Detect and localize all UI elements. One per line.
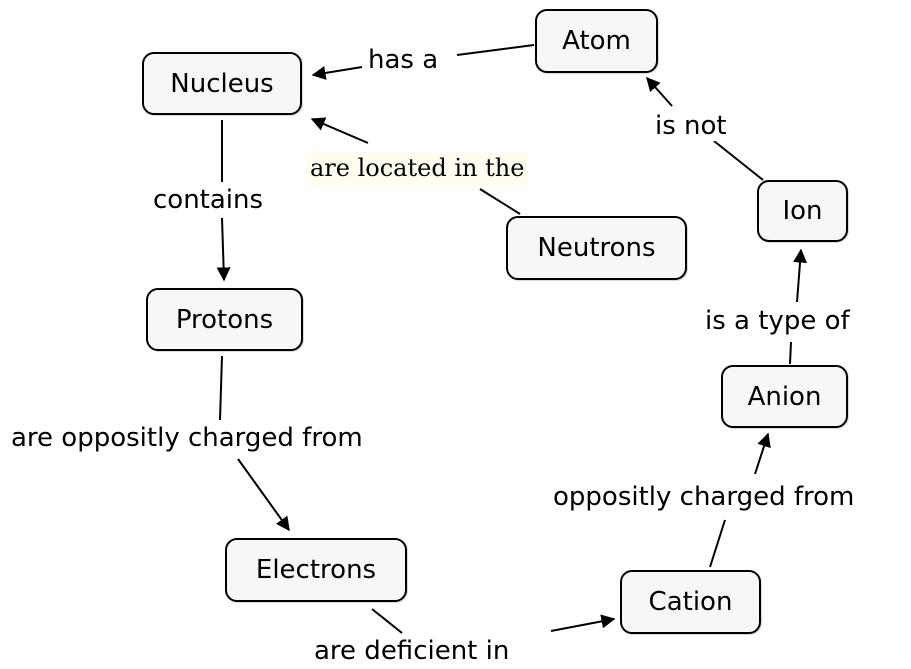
connector-electrons-to-label [371, 608, 403, 634]
connector-cation-to-label [709, 519, 726, 568]
node-ion[interactable]: Ion [757, 180, 848, 242]
link-label-are-deficient-in: are deficient in [311, 636, 513, 666]
node-neutrons[interactable]: Neutrons [506, 216, 687, 280]
link-label-is-not: is not [652, 111, 730, 141]
arrow-to-electrons [237, 458, 290, 532]
link-label-contains: contains [150, 185, 267, 215]
node-electrons[interactable]: Electrons [225, 538, 407, 602]
connector-ion-to-label [713, 140, 764, 181]
connector-protons-to-label [219, 355, 223, 421]
link-label-is-a-type-of: is a type of [702, 306, 853, 336]
arrow-to-nucleus [311, 66, 363, 80]
node-anion[interactable]: Anion [721, 365, 848, 428]
link-label-has-a: has a [365, 45, 442, 75]
node-nucleus[interactable]: Nucleus [142, 52, 302, 115]
node-cation[interactable]: Cation [620, 570, 761, 634]
arrow-to-protons [216, 217, 231, 282]
arrow-to-atom [646, 76, 673, 107]
arrow-to-cation [550, 614, 616, 632]
node-protons[interactable]: Protons [146, 288, 303, 351]
arrow-to-ion [793, 248, 808, 303]
arrow-to-anion [754, 432, 771, 475]
arrow-to-nucleus-from-neutrons [310, 117, 369, 144]
link-label-oppositly-charged-from: oppositly charged from [550, 482, 858, 512]
link-label-are-located-in-the: are located in the [306, 151, 529, 185]
node-atom[interactable]: Atom [535, 9, 658, 73]
connector-atom-to-label [456, 44, 535, 56]
connector-neutrons-to-label [479, 188, 521, 215]
connector-anion-to-label [789, 341, 792, 365]
link-label-are-oppositly-charged-from: are oppositly charged from [8, 423, 366, 453]
